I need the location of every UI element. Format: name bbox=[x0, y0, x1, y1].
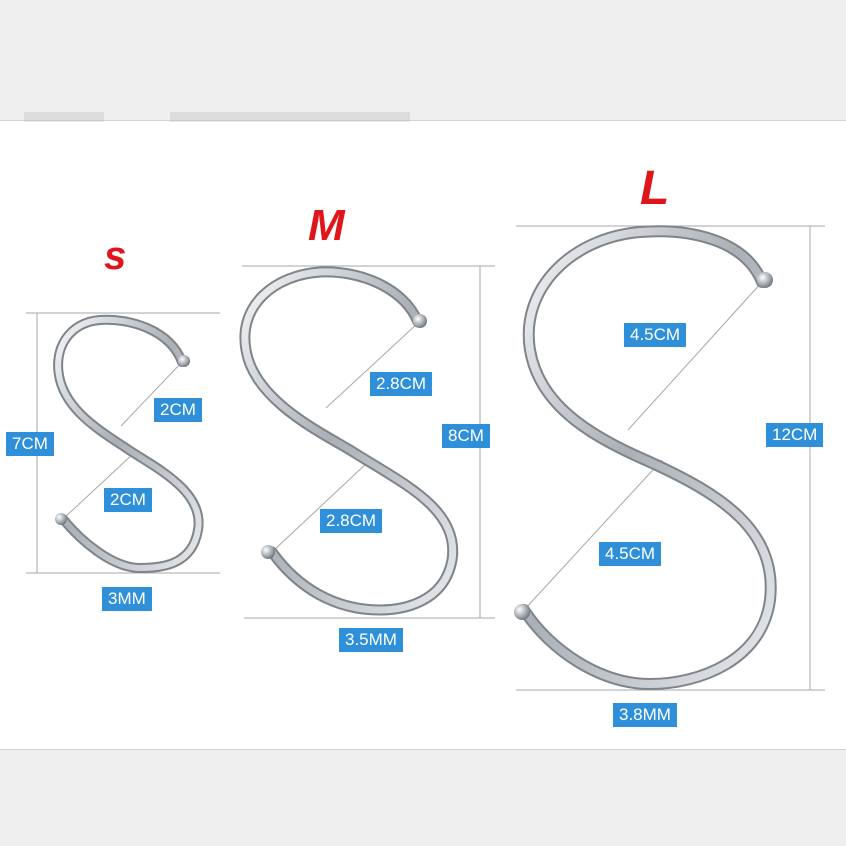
faint-caption-strip bbox=[170, 112, 410, 122]
m-height-tag: 8CM bbox=[442, 424, 490, 448]
size-letter-l: L bbox=[640, 162, 670, 215]
m-wire-tag: 3.5MM bbox=[339, 628, 403, 652]
l-hook bbox=[514, 225, 777, 691]
l-upper-span-tag: 4.5CM bbox=[624, 323, 687, 347]
l-hook-guides bbox=[516, 225, 825, 691]
s-lower-span-tag: 2CM bbox=[104, 488, 152, 512]
s-upper-span-tag: 2CM bbox=[154, 398, 202, 422]
l-height-tag: 12CM bbox=[766, 423, 824, 447]
size-letter-s: s bbox=[104, 234, 127, 278]
s-hook bbox=[53, 314, 204, 574]
l-wire-tag: 3.8MM bbox=[613, 703, 677, 727]
m-hook bbox=[239, 266, 459, 616]
m-upper-span-tag: 2.8CM bbox=[370, 372, 433, 396]
size-letter-m: M bbox=[308, 201, 345, 250]
s-wire-tag: 3MM bbox=[102, 587, 152, 611]
l-lower-span-tag: 4.5CM bbox=[599, 542, 662, 566]
m-lower-span-tag: 2.8CM bbox=[320, 509, 383, 533]
white-photo-band bbox=[0, 120, 846, 750]
s-height-tag: 7CM bbox=[6, 432, 54, 456]
faint-caption-strip bbox=[24, 112, 104, 122]
